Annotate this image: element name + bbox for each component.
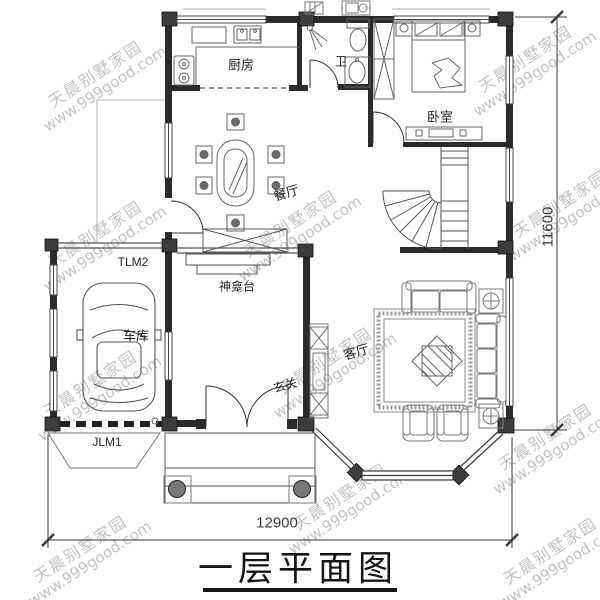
dimension-lines — [41, 10, 567, 548]
bedroom-dresser — [405, 126, 483, 141]
dining-table — [216, 139, 255, 207]
doors — [170, 59, 405, 234]
tv-cabinet — [309, 323, 329, 419]
stove — [173, 55, 195, 86]
room-label-bathroom: 卫 — [334, 54, 348, 69]
sofa-top — [401, 280, 477, 314]
room-label-garage: 车库 — [122, 329, 150, 345]
service-fixtures — [304, 0, 371, 16]
door-label-jlm1: JLM1 — [92, 435, 122, 449]
columns — [44, 11, 515, 486]
walls — [50, 16, 513, 429]
room-label-kitchen: 厨房 — [227, 58, 255, 74]
room-label-shrine: 神龛台 — [218, 279, 256, 294]
spiral-staircase — [382, 147, 469, 250]
kitchen-counter — [191, 25, 300, 85]
door-label-tlm2: TLM2 — [117, 255, 149, 269]
eave-lines — [96, 8, 490, 243]
shrine-table — [185, 228, 288, 275]
windows — [49, 15, 514, 412]
title-underline — [203, 588, 397, 592]
porch — [163, 432, 317, 504]
entrance-double-door — [205, 385, 289, 428]
garage-door-jlm1 — [60, 417, 162, 427]
coffee-table — [411, 335, 463, 387]
dimension-bottom: 12900 — [256, 514, 298, 532]
dimension-right: 11600 — [539, 206, 557, 248]
shower-icon — [307, 25, 328, 51]
toilet — [346, 18, 370, 52]
carpet — [373, 308, 476, 413]
car — [76, 282, 162, 412]
plant-stands — [478, 288, 504, 429]
armchairs — [402, 404, 469, 442]
bed — [395, 20, 481, 93]
sofa-right — [475, 313, 507, 409]
page-title: 一层平面图 — [197, 549, 399, 590]
beams — [58, 87, 298, 254]
dining-chairs — [195, 113, 285, 232]
bay-window — [311, 427, 504, 481]
driveway-ramp — [47, 432, 161, 469]
room-label-bedroom: 卧室 — [426, 110, 454, 126]
bathroom-sink — [344, 56, 371, 88]
wardrobe — [373, 18, 395, 100]
